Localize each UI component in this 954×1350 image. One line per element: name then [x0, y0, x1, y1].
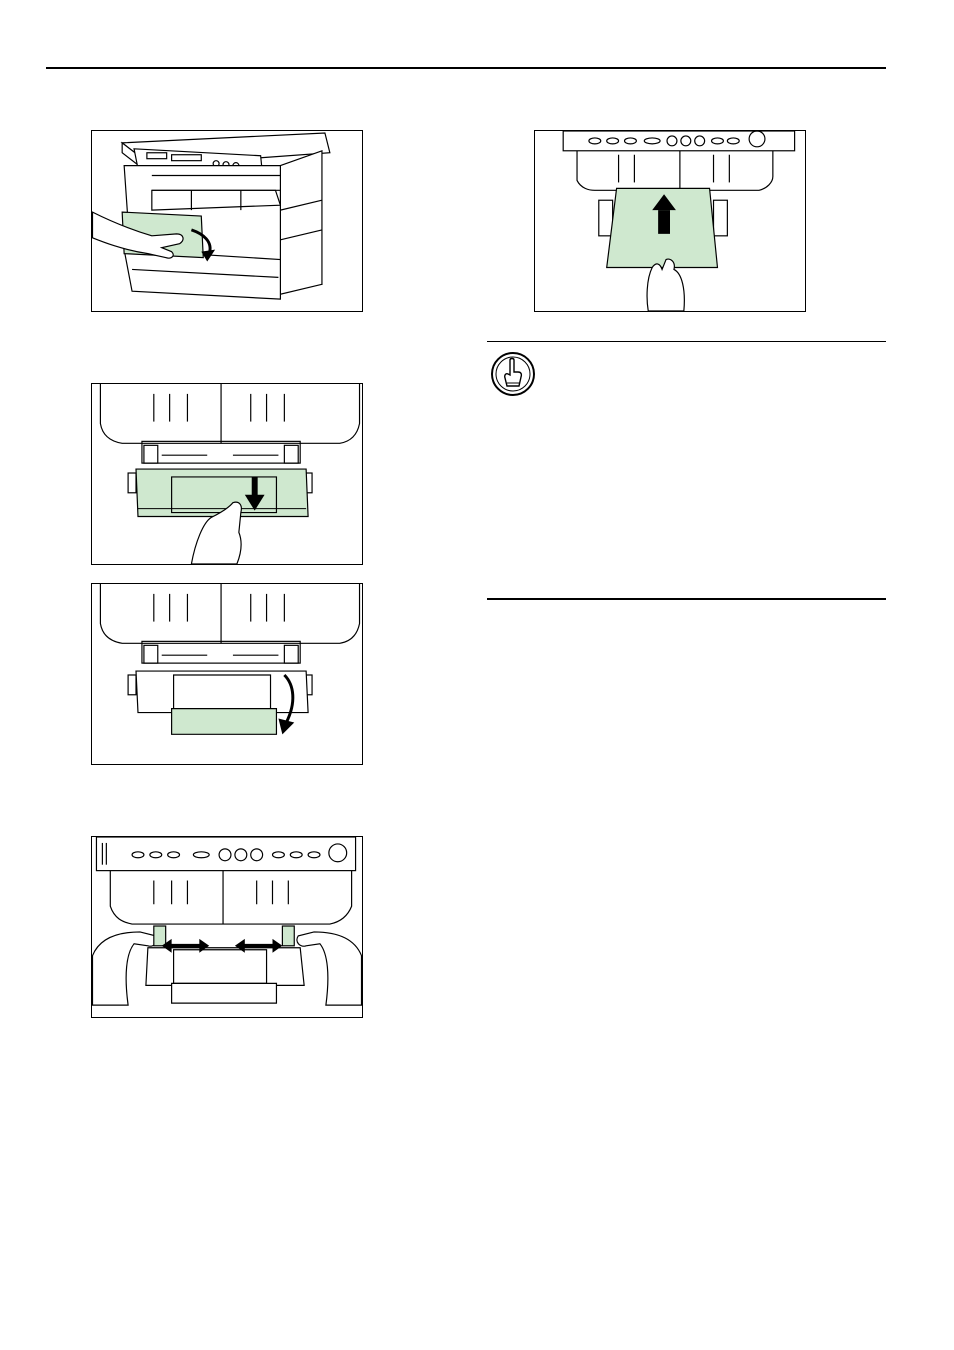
figure-unfold-tray-extension [91, 583, 363, 765]
note-bottom-rule [487, 598, 886, 600]
figure-open-front-cover [91, 130, 363, 312]
paper-guides-icon [92, 837, 362, 1006]
figure-pull-out-tray [91, 383, 363, 565]
figure-adjust-paper-guides [91, 836, 363, 1018]
pointing-hand-icon [491, 352, 535, 396]
insert-paper-icon [562, 131, 796, 311]
header-rule [46, 67, 886, 69]
tray-unfold-icon [99, 584, 361, 735]
printer-front-cover-icon [92, 132, 331, 300]
figure-insert-paper [534, 130, 806, 312]
note-top-rule [487, 341, 886, 342]
tray-extension-icon [99, 384, 361, 564]
